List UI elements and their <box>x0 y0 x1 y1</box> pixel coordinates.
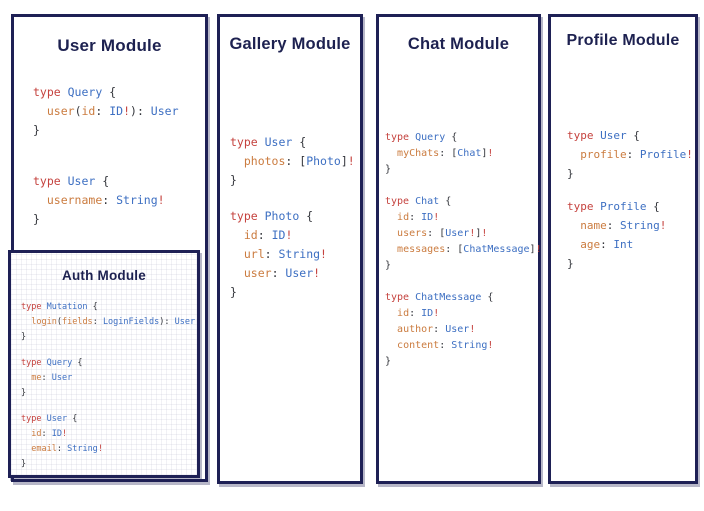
code-line: type ChatMessage { <box>385 292 494 303</box>
code-line: } <box>385 260 392 271</box>
code-line: } <box>21 388 27 398</box>
panel-gallery-module: Gallery Module type User { photos: [Phot… <box>217 14 363 484</box>
auth-module-code: type Mutation { login(fields: LoginField… <box>21 300 197 472</box>
code-line: } <box>567 167 574 180</box>
code-line: username: String! <box>46 193 165 207</box>
code-line: } <box>385 164 392 175</box>
code-line: me: User <box>31 373 73 383</box>
code-line: type Query { <box>33 85 117 99</box>
gallery-module-code: type User { photos: [Photo]!}type Photo … <box>230 133 360 302</box>
code-line: content: String! <box>397 340 494 351</box>
profile-module-title: Profile Module <box>566 32 680 49</box>
code-block: type User { username: String!} <box>33 172 205 229</box>
code-block: type ChatMessage { id: ID! author: User!… <box>385 290 538 370</box>
profile-module-code: type User { profile: Profile!}type Profi… <box>567 126 695 273</box>
code-line: photos: [Photo]! <box>243 154 355 168</box>
code-line: myChats: [Chat]! <box>397 148 494 159</box>
code-line: type User { <box>230 135 307 149</box>
code-line: url: String! <box>243 247 327 261</box>
code-line: type User { <box>33 174 110 188</box>
panel-profile-module: Profile Module type User { profile: Prof… <box>548 14 698 484</box>
user-module-title: User Module <box>57 36 162 55</box>
code-line: id: ID! <box>397 212 440 223</box>
auth-module-title: Auth Module <box>62 268 146 283</box>
gallery-module-title: Gallery Module <box>229 35 351 53</box>
code-line: } <box>567 257 574 270</box>
code-block: type Query { me: User} <box>21 356 197 401</box>
user-module-code: type Query { user(id: ID!): User}type Us… <box>33 83 205 229</box>
code-line: type Mutation { <box>21 302 98 312</box>
code-line: user(id: ID!): User <box>46 104 179 118</box>
code-line: id: ID! <box>31 429 68 439</box>
code-line: type User { <box>567 129 640 142</box>
code-line: messages: [ChatMessage]! <box>397 244 542 255</box>
code-line: name: String! <box>580 219 667 232</box>
chat-module-title: Chat Module <box>407 35 510 53</box>
code-block: type Query { myChats: [Chat]!} <box>385 130 538 178</box>
code-line: id: ID! <box>243 228 293 242</box>
code-line: type Query { <box>385 132 458 143</box>
code-line: } <box>230 173 237 187</box>
code-line: author: User! <box>397 324 476 335</box>
code-line: } <box>33 123 40 137</box>
code-line: type User { <box>21 414 78 424</box>
code-block: type Query { user(id: ID!): User} <box>33 83 205 140</box>
code-block: type Profile { name: String! age: Int} <box>567 197 695 273</box>
chat-module-code: type Query { myChats: [Chat]!}type Chat … <box>385 130 542 370</box>
code-line: type Photo { <box>230 209 314 223</box>
code-line: type Query { <box>21 358 83 368</box>
panel-chat-module: Chat Module type Query { myChats: [Chat]… <box>376 14 542 484</box>
code-line: type Profile { <box>567 200 660 213</box>
code-line: profile: Profile! <box>580 148 693 161</box>
code-line: } <box>385 356 392 367</box>
code-block: type User { profile: Profile!} <box>567 126 695 183</box>
code-line: type Chat { <box>385 196 452 207</box>
code-line: } <box>33 212 40 226</box>
code-line: id: ID! <box>397 308 440 319</box>
code-line: login(fields: LoginFields): User <box>31 317 196 327</box>
code-line: email: String! <box>31 444 103 454</box>
code-line: users: [User!]! <box>397 228 488 239</box>
code-line: } <box>21 332 27 342</box>
code-line: age: Int <box>580 238 634 251</box>
code-line: } <box>230 285 237 299</box>
code-block: type Chat { id: ID! users: [User!]! mess… <box>385 194 542 274</box>
code-block: type Photo { id: ID! url: String! user: … <box>230 207 360 302</box>
code-block: type Mutation { login(fields: LoginField… <box>21 300 197 345</box>
code-line: user: User! <box>243 266 321 280</box>
code-line: } <box>21 459 27 469</box>
code-block: type User { id: ID! email: String!} <box>21 412 197 472</box>
code-block: type User { photos: [Photo]!} <box>230 133 360 190</box>
panel-auth-module: Auth Module type Mutation { login(fields… <box>8 250 200 478</box>
